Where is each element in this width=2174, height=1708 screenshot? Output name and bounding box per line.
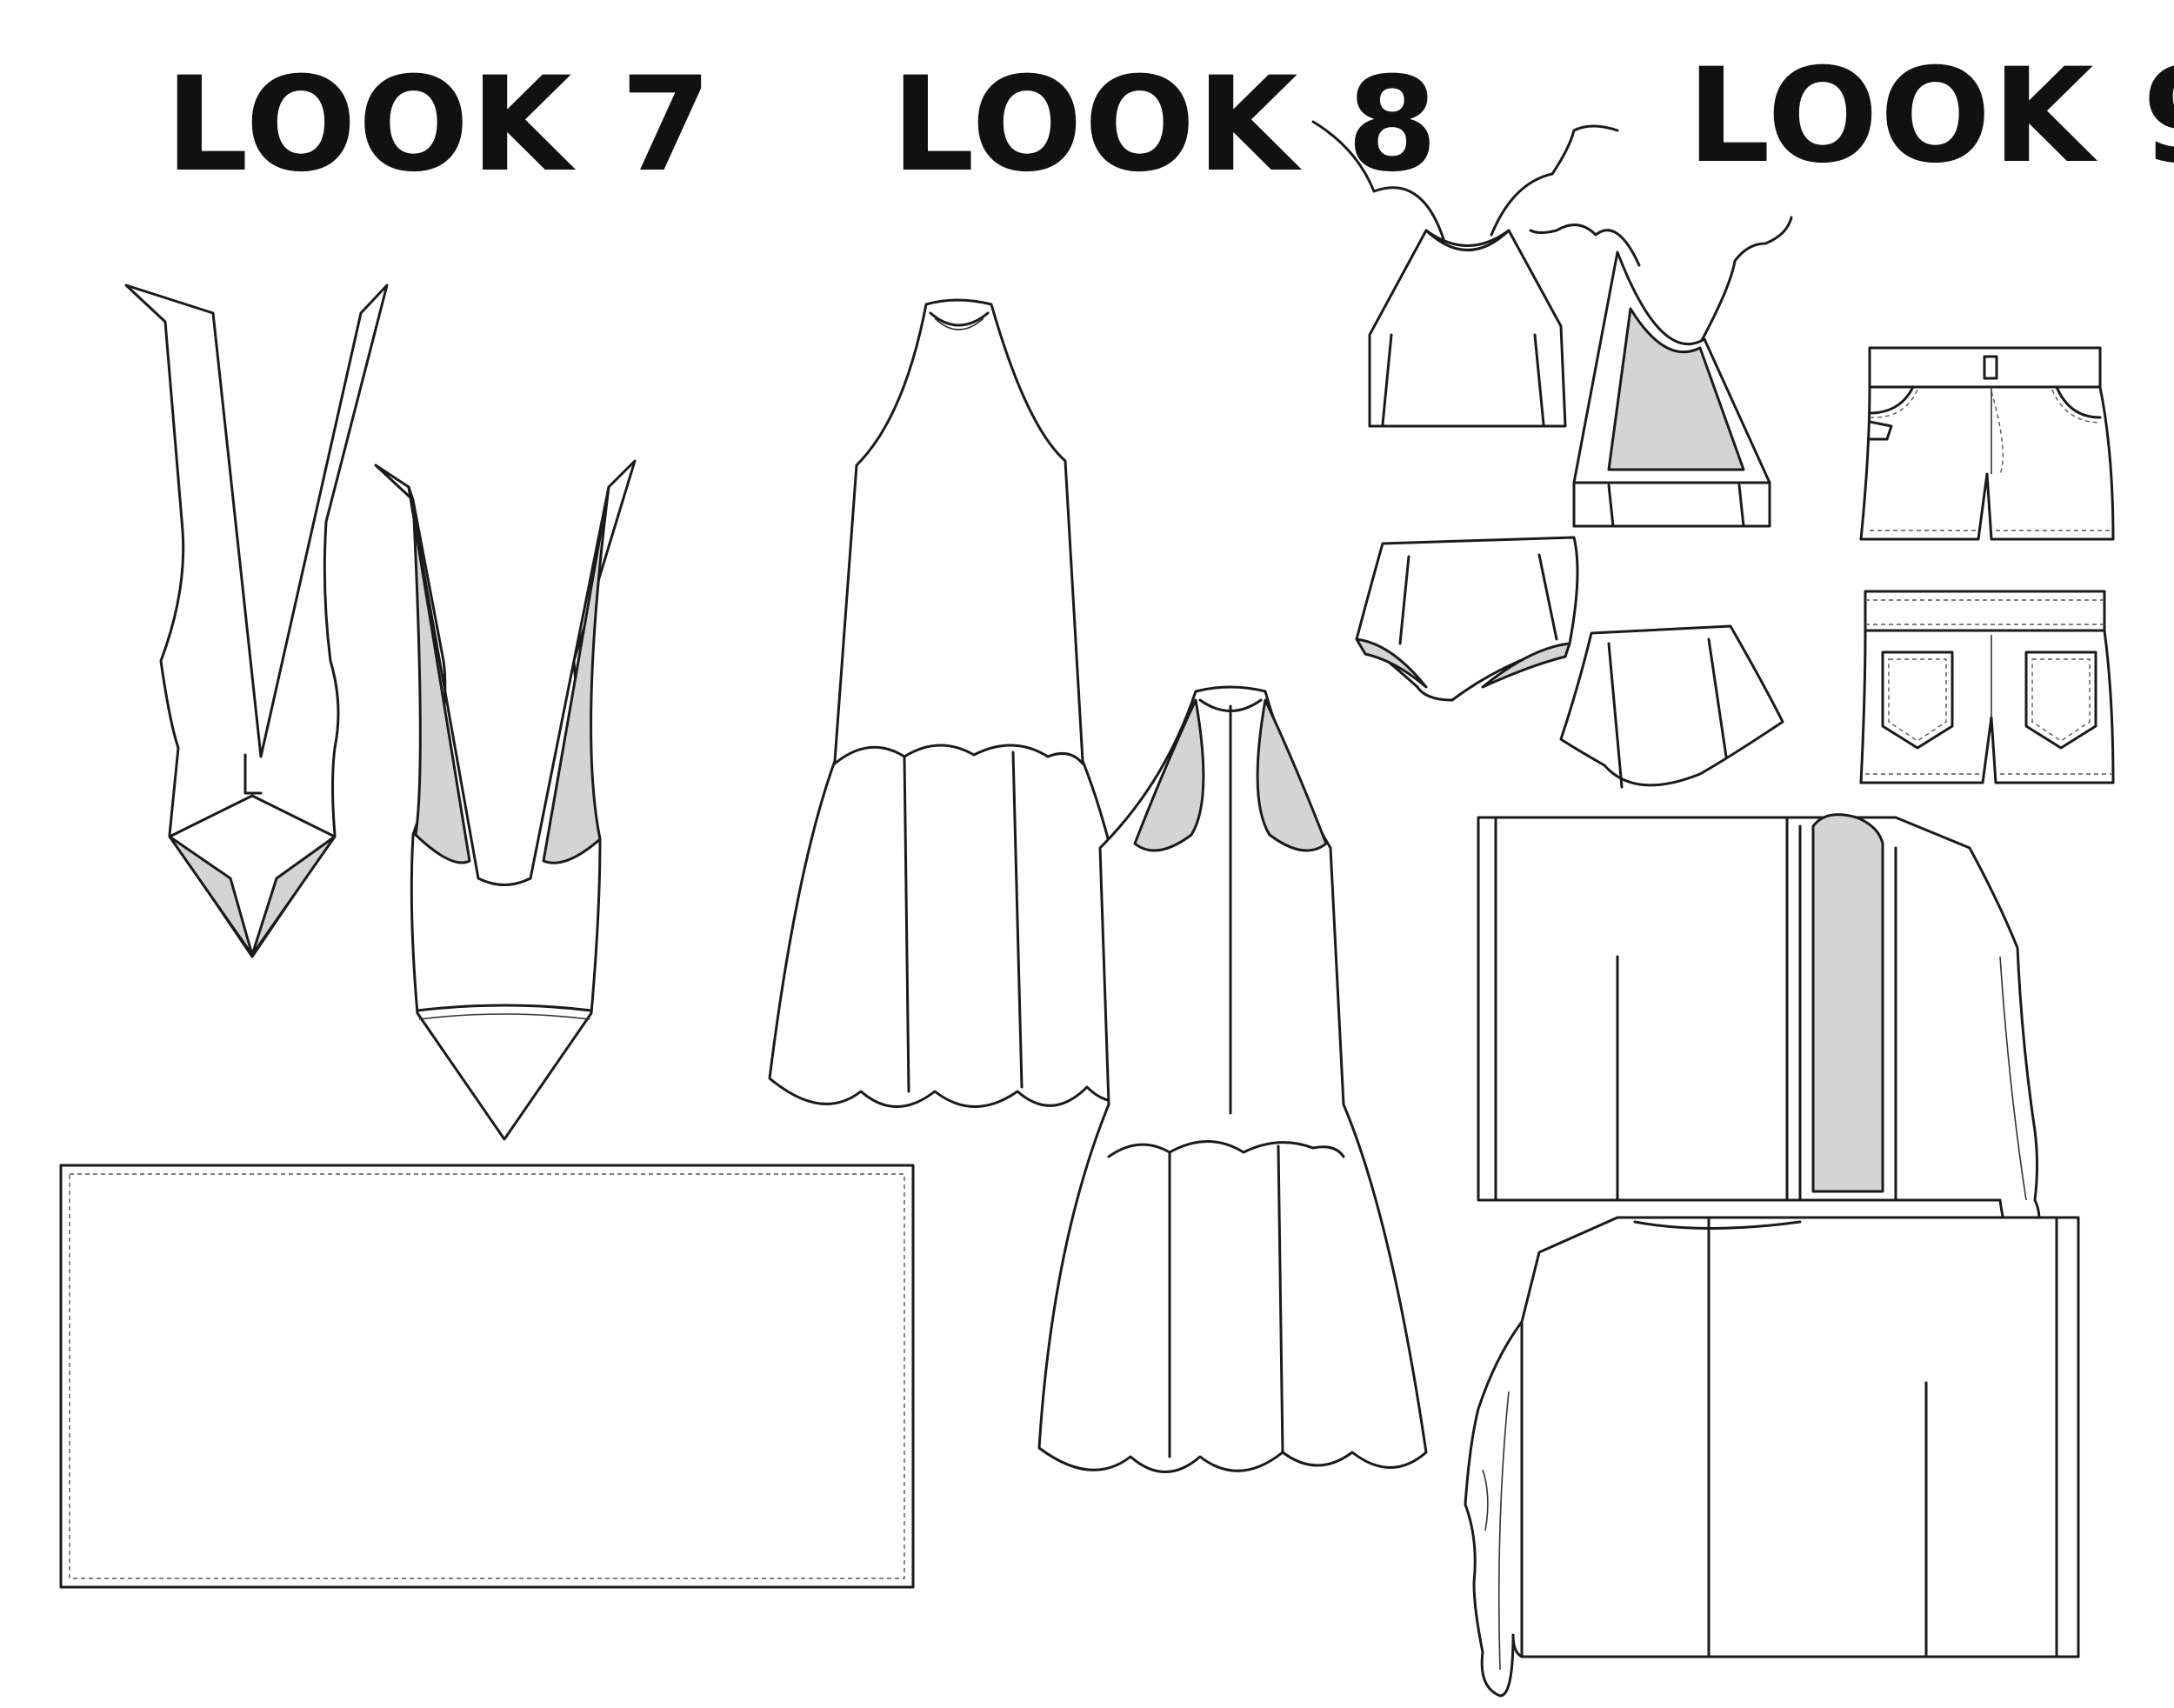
look-9-bikini-bottom-back [1559,624,1784,789]
look-7-swimsuit-back [374,459,637,1141]
look-8-dress-back [1037,685,1428,1473]
look-9-title: LOOK 9 [1687,41,2174,192]
look-9-kimono-back [1464,1216,2080,1698]
look-9-bikini-top-front [1311,120,1619,428]
look-9-kimono-front [1477,813,2041,1269]
look-9-shorts-back [1859,590,2115,784]
look-8-title: LOOK 8 [891,50,1439,201]
look-7-swimsuit-front [124,284,389,958]
look-9-shorts-front [1859,346,2115,541]
look-9-bikini-top-back [1529,216,1793,528]
look-9-bikini-bottom-front [1355,536,1579,702]
look-7-sarong-rectangle [59,1164,915,1589]
look-8-dress-front [768,298,1154,1108]
look-7-title: LOOK 7 [165,50,713,201]
